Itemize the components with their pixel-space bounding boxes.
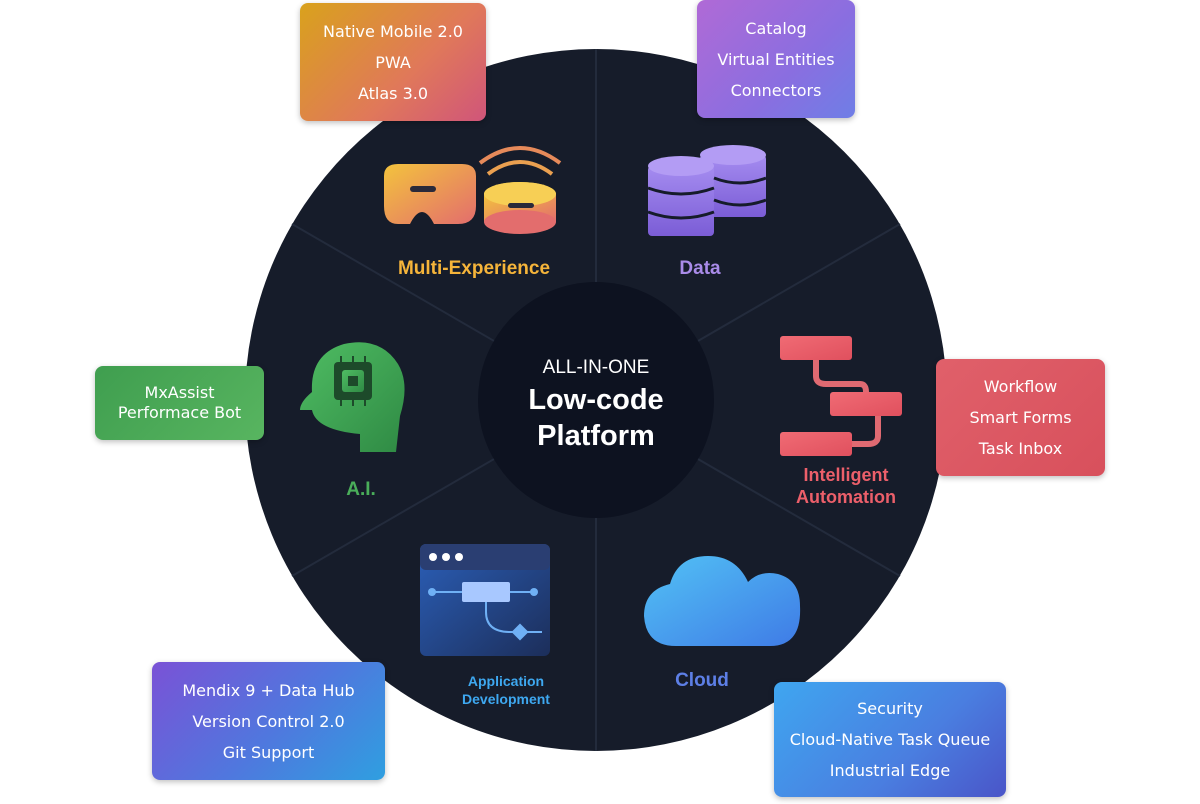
center-title-line1: Low-code — [528, 384, 663, 416]
multi-experience-icon — [384, 146, 562, 234]
callout-item: MxAssist — [144, 383, 215, 402]
segment-label-intelligent-line1: Intelligent — [804, 465, 889, 485]
callout-item: Atlas 3.0 — [357, 83, 429, 103]
callout-item: Version Control 2.0 — [192, 711, 345, 731]
callout-item: Connectors — [730, 80, 822, 100]
center-circle — [478, 282, 714, 518]
callout-item: Task Inbox — [978, 439, 1063, 458]
callout-item: Mendix 9 + Data Hub — [182, 680, 355, 700]
callout-item: Virtual Entities — [717, 49, 835, 69]
callout-item: Git Support — [222, 742, 315, 762]
callout-cloud: Security Cloud-Native Task Queue Industr… — [774, 682, 1006, 797]
segment-label-cloud: Cloud — [675, 670, 729, 691]
segment-label-app-dev-line1: Application — [468, 673, 544, 689]
callout-ai: MxAssist Performace Bot — [95, 366, 264, 440]
callout-item: Industrial Edge — [829, 761, 951, 780]
center-title-line2: Platform — [537, 420, 655, 452]
segment-label-multi-experience: Multi-Experience — [398, 258, 550, 279]
callout-intelligent-automation: Workflow Smart Forms Task Inbox — [936, 359, 1105, 476]
callout-item: Smart Forms — [969, 408, 1072, 427]
callout-item: Native Mobile 2.0 — [323, 21, 463, 41]
app-window-icon — [420, 544, 550, 656]
ai-head-icon — [300, 342, 405, 452]
segment-label-ai: A.I. — [346, 479, 376, 500]
callout-data: Catalog Virtual Entities Connectors — [697, 0, 855, 118]
center-eyebrow: ALL-IN-ONE — [543, 357, 650, 378]
callout-item: Performace Bot — [117, 403, 242, 422]
workflow-icon — [780, 336, 902, 456]
callout-item: Cloud-Native Task Queue — [789, 730, 991, 749]
database-icon — [647, 145, 767, 236]
wheel-dividers — [291, 49, 901, 751]
callout-multi-experience: Native Mobile 2.0 PWA Atlas 3.0 — [300, 3, 486, 121]
segment-label-intelligent-line2: Automation — [796, 487, 896, 507]
callout-item: PWA — [375, 52, 411, 72]
callout-item: Security — [857, 699, 923, 718]
callout-application-development: Mendix 9 + Data Hub Version Control 2.0 … — [152, 662, 385, 780]
cloud-icon — [644, 556, 801, 646]
callout-item: Workflow — [983, 377, 1058, 396]
callout-item: Catalog — [745, 18, 807, 38]
segment-label-app-dev-line2: Development — [462, 691, 550, 707]
segment-label-data: Data — [679, 258, 721, 279]
